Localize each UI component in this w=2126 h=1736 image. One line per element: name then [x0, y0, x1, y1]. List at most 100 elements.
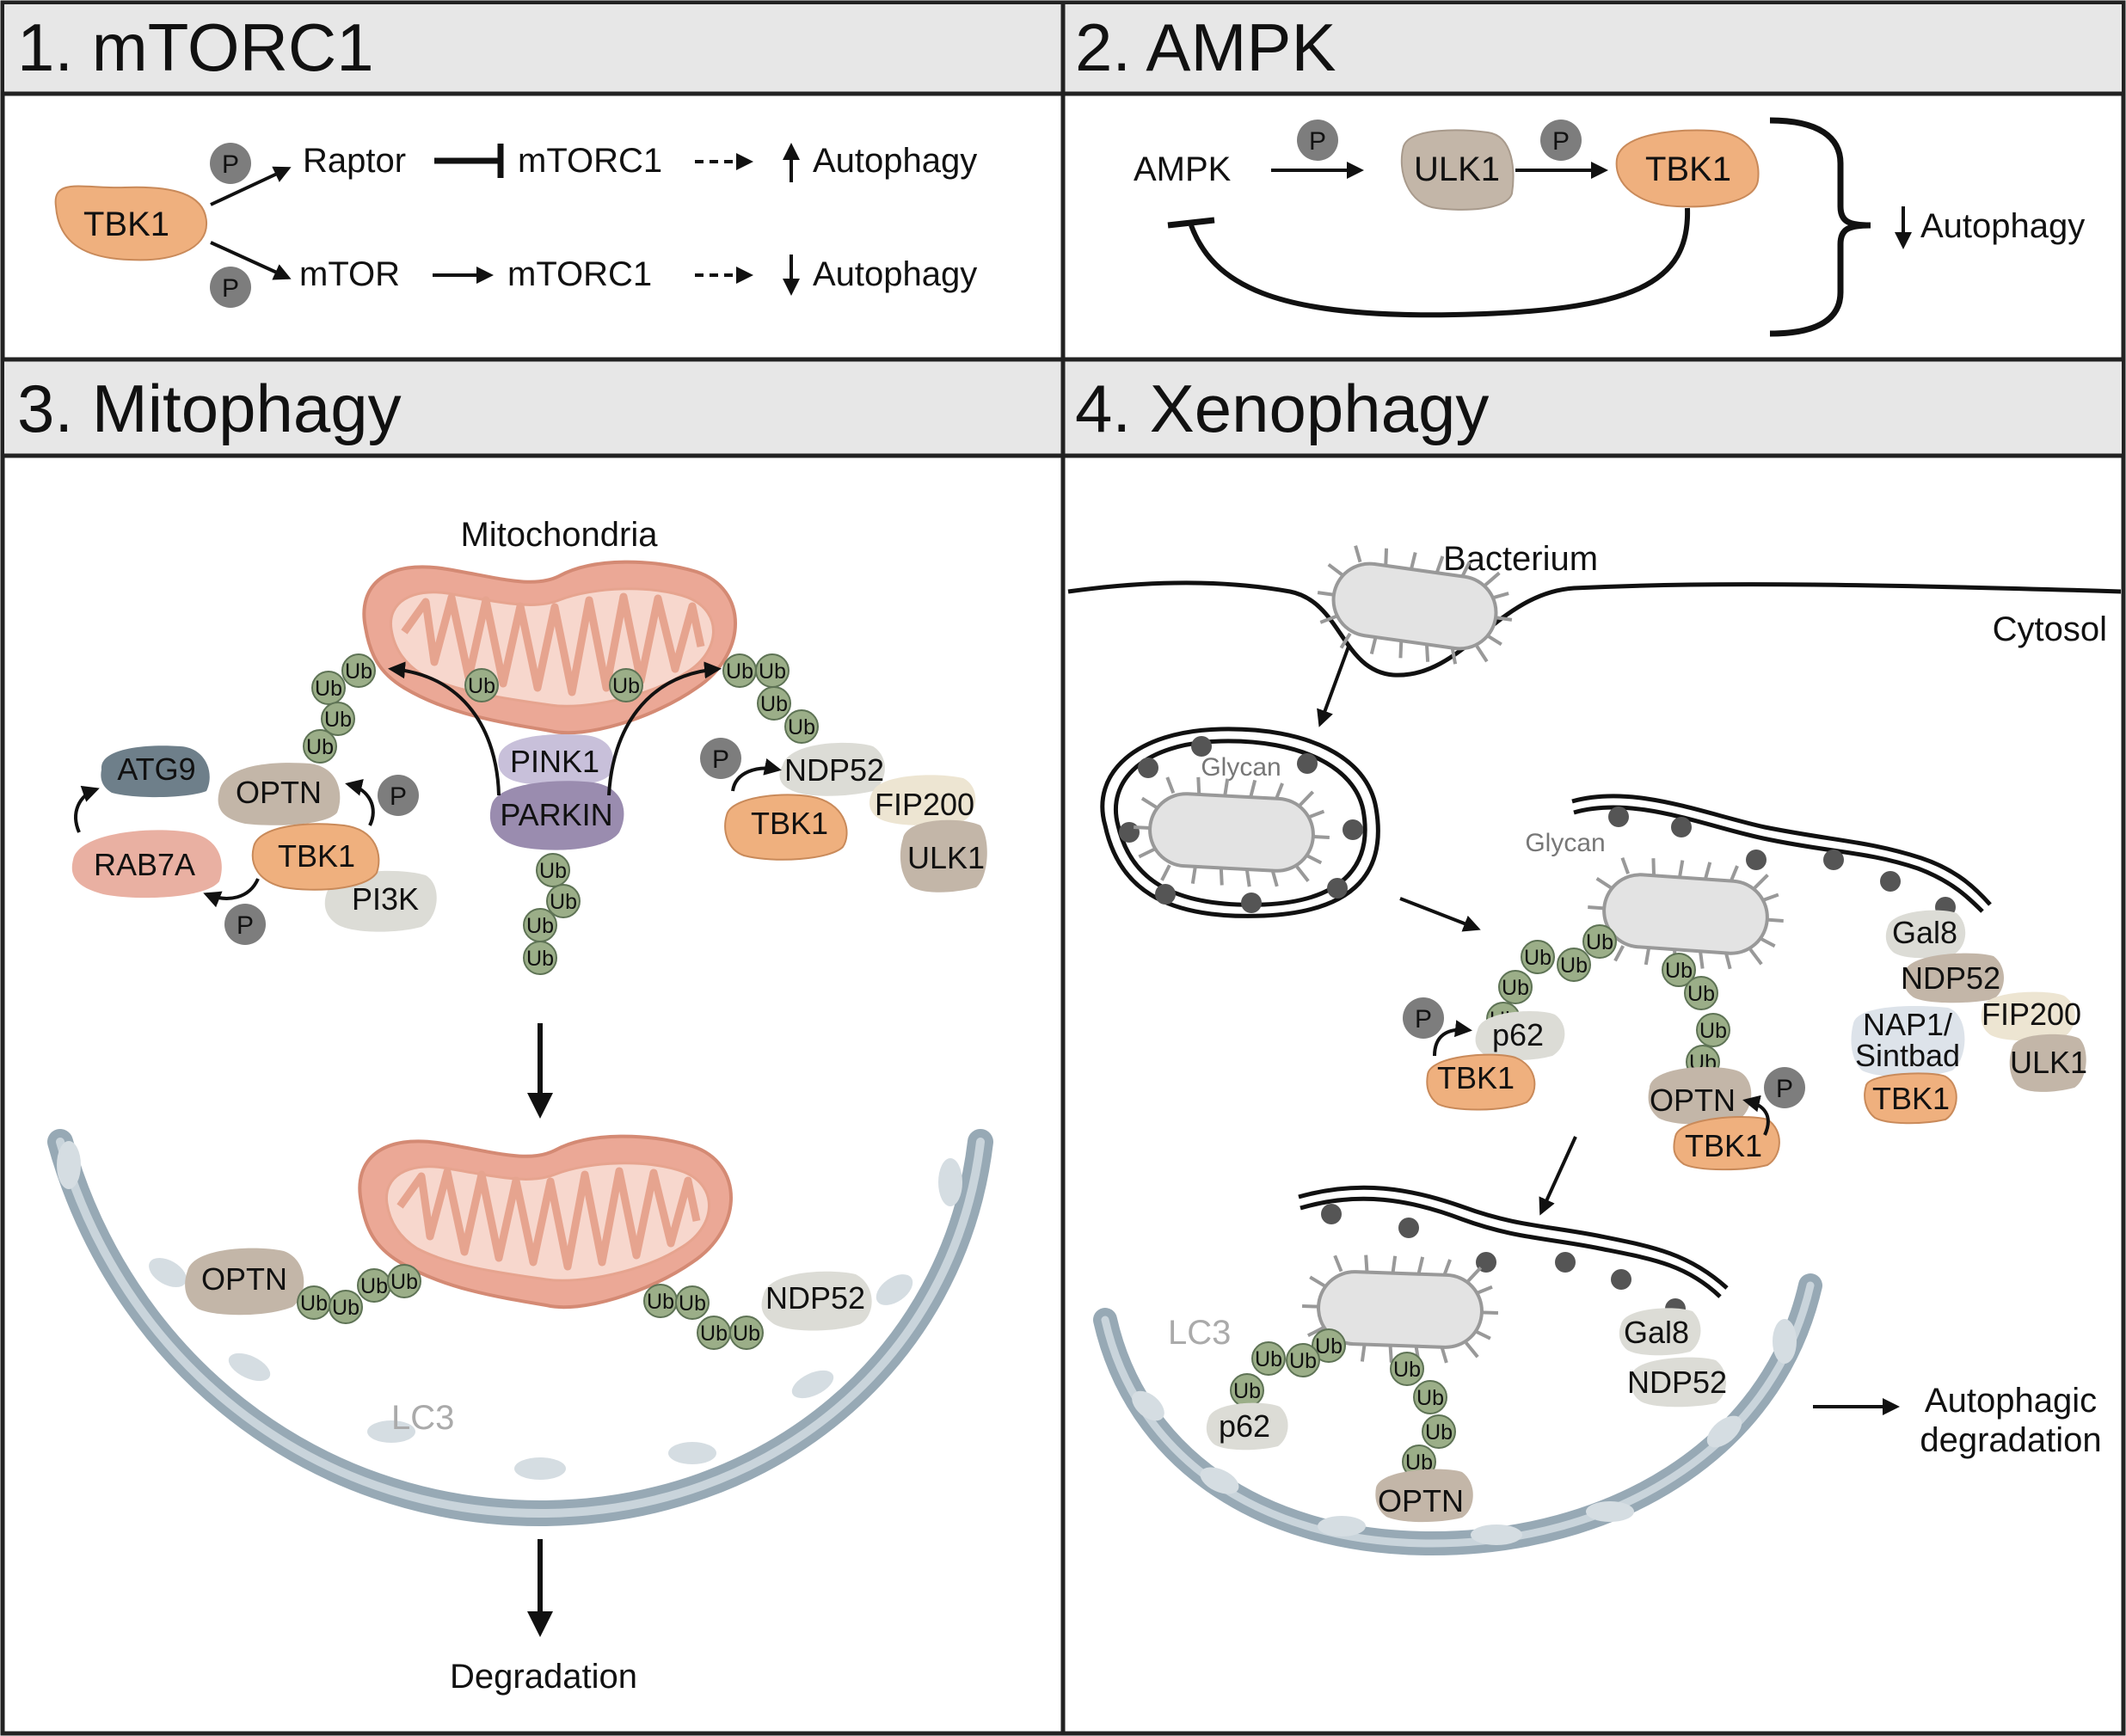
pink1-label: PINK1: [510, 744, 599, 779]
tbk1-label-p4-left: TBK1: [1437, 1060, 1515, 1095]
optn-label-lower: OPTN: [1378, 1483, 1464, 1518]
ub-label: Ub: [324, 708, 352, 732]
fip200-label-p4: FIP200: [1982, 997, 2081, 1032]
ndp52-protein-lower: [1631, 1357, 1727, 1408]
ub-label: Ub: [733, 1322, 760, 1346]
ub-label: Ub: [1699, 1019, 1727, 1043]
ub-label: Ub: [1393, 1358, 1421, 1382]
ub-label: Ub: [1524, 946, 1551, 970]
pink1-protein: [498, 734, 614, 786]
p62-label-upper: p62: [1492, 1017, 1544, 1052]
optn-protein-upper: [1648, 1066, 1752, 1125]
ub-label: Ub: [679, 1291, 706, 1316]
phosphate-label: P: [222, 274, 239, 303]
ub-label: Ub: [306, 735, 334, 759]
tbk1-label-p4-middle: TBK1: [1685, 1128, 1762, 1163]
ub-label: Ub: [468, 674, 495, 698]
ub-label: Ub: [332, 1296, 359, 1320]
glycan-label-membrane: Glycan: [1525, 829, 1605, 857]
optn-label-upper: OPTN: [1650, 1083, 1736, 1118]
ub-label: Ub: [300, 1291, 328, 1316]
header-bg-2: [1065, 4, 2122, 92]
panel-4-xenophagy: Bacterium Cytosol Glycan Glycan Ub Ub: [1067, 537, 2121, 1556]
panel-title-4: 4. Xenophagy: [1075, 371, 1489, 446]
panel-title-3: 3. Mitophagy: [17, 371, 402, 446]
header-bg-4: [1065, 361, 2122, 454]
panel-3-mitophagy: Mitochondria Ub Ub Ub Ub Ub Ub Ub Ub Ub …: [47, 516, 993, 1696]
feedback-inhibition-curve: [1189, 207, 1691, 318]
panel-2-ampk: AMPK P ULK1 P TBK1 Autophagy: [1134, 117, 2085, 337]
panel-title-2: 2. AMPK: [1075, 9, 1336, 85]
fip200-protein: [869, 775, 976, 825]
gal8-protein-lower: [1619, 1308, 1701, 1356]
phosphate-label: P: [1552, 127, 1570, 156]
ub-label: Ub: [526, 947, 554, 971]
phosphate-label: P: [1776, 1075, 1793, 1103]
fip200-protein-p4: [1981, 991, 2075, 1041]
ulk1-label-p4: ULK1: [2010, 1045, 2087, 1080]
tbk1-protein-p4-middle: [1673, 1116, 1780, 1171]
ndp52-protein-bottom: [761, 1271, 872, 1331]
ubiquitin-chain-bottom-left: Ub Ub Ub Ub: [297, 1264, 421, 1324]
atg9-label: ATG9: [117, 751, 195, 787]
ulk1-label-p3: ULK1: [907, 840, 985, 875]
phagophore-membrane: [47, 1129, 993, 1527]
brace-icon: [1769, 117, 1871, 337]
ub-label: Ub: [1502, 976, 1529, 1000]
ndp52-label-bottom: NDP52: [765, 1280, 865, 1316]
phosphate-label: P: [390, 782, 407, 811]
raptor-label: Raptor: [303, 142, 406, 180]
ub-label: Ub: [1416, 1386, 1444, 1410]
phosphate-label: P: [237, 911, 254, 940]
ub-label: Ub: [1233, 1379, 1261, 1403]
damaged-membrane-top: [1571, 794, 1992, 917]
ub-label: Ub: [1425, 1420, 1453, 1445]
ub-label: Ub: [526, 914, 554, 938]
gal8-label-lower: Gal8: [1624, 1315, 1689, 1350]
ulk1-protein-p2: [1400, 129, 1515, 211]
rab7a-protein: [71, 830, 222, 899]
ub-label: Ub: [612, 674, 640, 698]
p62-protein-lower: [1206, 1402, 1288, 1451]
phosphate-label: P: [1309, 127, 1326, 156]
ub-label: Ub: [1665, 959, 1693, 983]
ub-label: Ub: [360, 1274, 388, 1298]
ub-label: Ub: [1586, 930, 1613, 954]
degradation-label: Degradation: [450, 1658, 637, 1696]
mitochondrion-icon: [358, 1134, 733, 1310]
degradation-label-p4: degradation: [1920, 1421, 2101, 1459]
ndp52-label-lower: NDP52: [1627, 1365, 1727, 1400]
ub-label: Ub: [345, 659, 372, 684]
ub-label: Ub: [647, 1290, 674, 1314]
rab7a-label: RAB7A: [94, 847, 195, 882]
ndp52-label-top: NDP52: [784, 752, 884, 788]
tbk1-protein-p4-left: [1426, 1053, 1536, 1111]
nap1-label: NAP1/: [1863, 1007, 1952, 1042]
parkin-label: PARKIN: [500, 797, 612, 832]
ulk1-protein-p4: [2009, 1034, 2086, 1092]
optn-protein-lower: [1375, 1469, 1473, 1523]
ub-label: Ub: [1289, 1349, 1317, 1373]
ub-label: Ub: [390, 1270, 418, 1294]
p62-label-lower: p62: [1219, 1408, 1270, 1444]
phagophore-membrane-p4: [1093, 1273, 1822, 1556]
autophagy-down-label: Autophagy: [813, 255, 977, 293]
ubiquitin-chain-left: Ub Ub Ub Ub: [303, 653, 376, 764]
cytosol-label: Cytosol: [1993, 610, 2107, 648]
autophagic-label: Autophagic: [1925, 1382, 2097, 1420]
optn-protein-top: [218, 763, 341, 825]
optn-label-bottom: OPTN: [201, 1261, 287, 1297]
nap1-sintbad-protein: [1851, 1005, 1965, 1077]
glycan-label-vacuole: Glycan: [1201, 753, 1281, 782]
ub-label: Ub: [700, 1322, 728, 1346]
ubiquitin-chain-bottom-right: Ub Ub Ub Ub: [643, 1284, 764, 1350]
tbk1-label-p4-right: TBK1: [1872, 1081, 1950, 1116]
ub-label: Ub: [1560, 954, 1588, 978]
tbk1-label-p2: TBK1: [1645, 150, 1731, 188]
header-bg-3: [4, 361, 1061, 454]
panel-1-mtorc1: TBK1 P P Raptor mTORC1 Autophagy mTOR mT…: [54, 142, 977, 308]
mtorc1-label-top: mTORC1: [518, 142, 662, 180]
mitochondria-label: Mitochondria: [460, 516, 658, 554]
optn-label-top: OPTN: [236, 775, 322, 810]
